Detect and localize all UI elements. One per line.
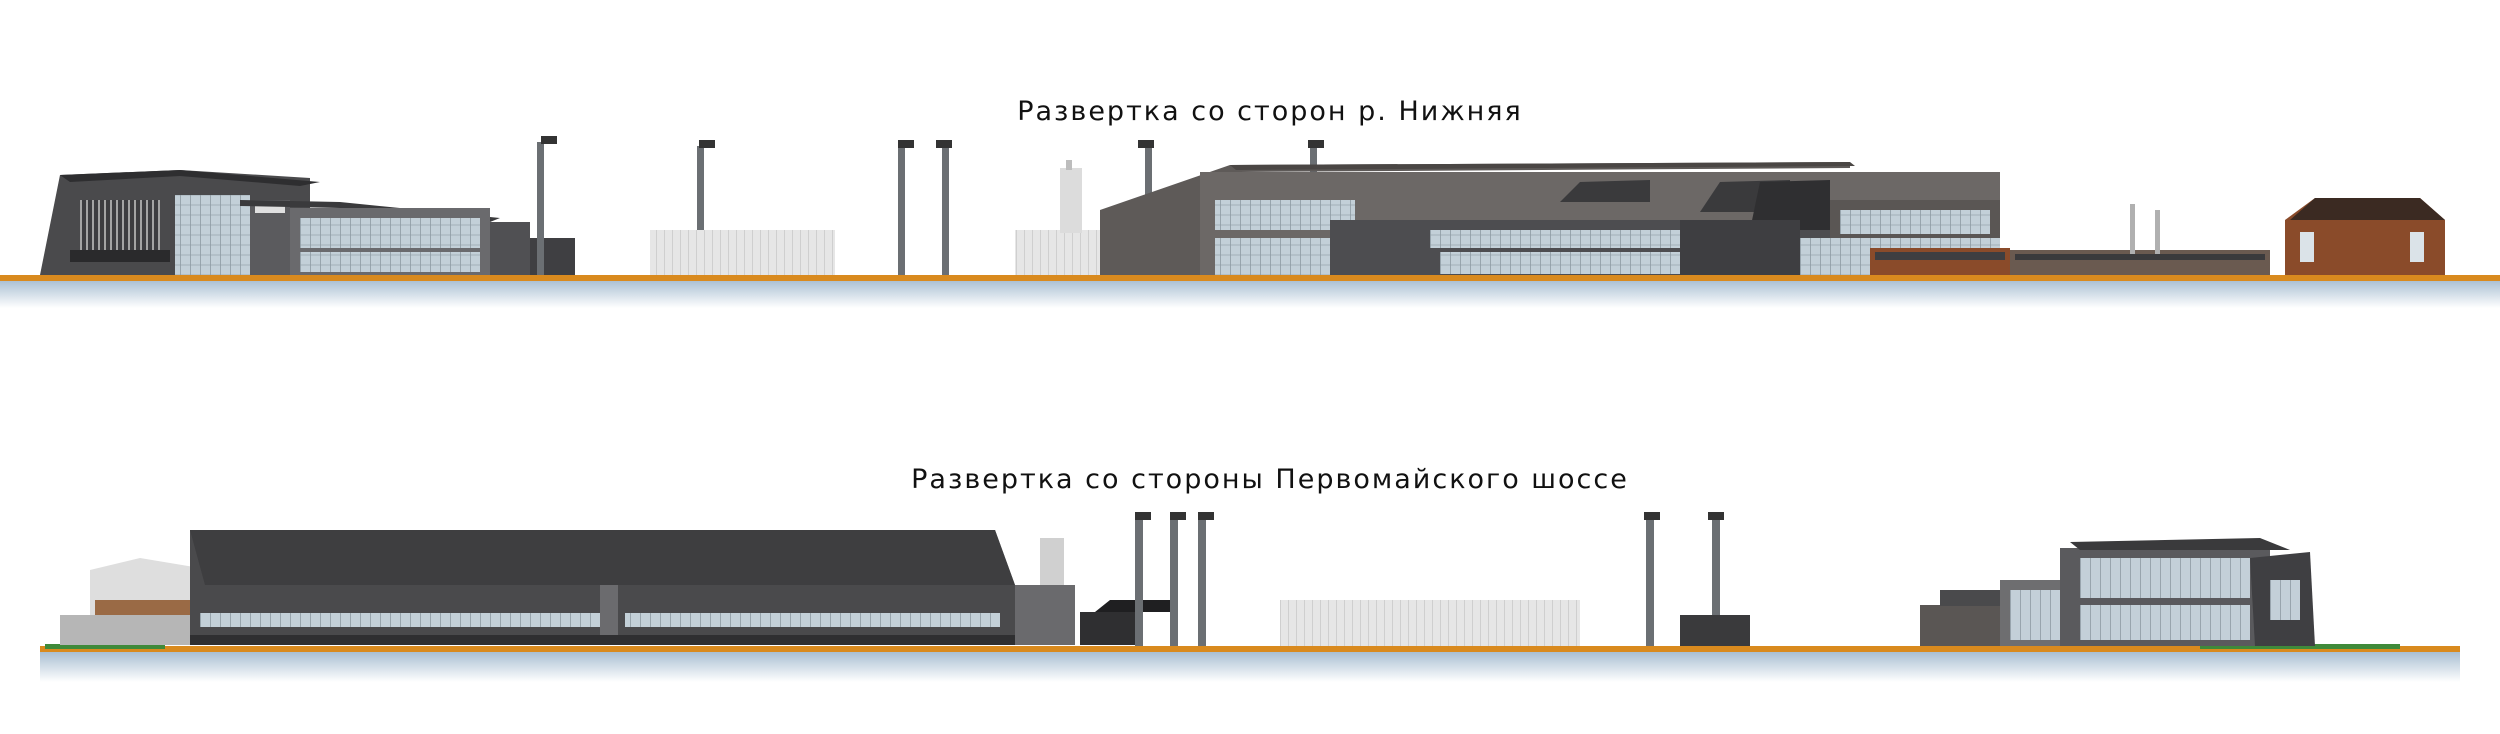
large-hangar <box>190 530 1015 645</box>
right-pavilions <box>1870 204 2270 275</box>
wall-block-1 <box>650 230 835 275</box>
light-mast-5 <box>1708 512 1724 646</box>
light-mast-1 <box>537 136 557 275</box>
water-strip <box>40 652 2460 682</box>
light-mast-3 <box>1198 512 1214 646</box>
ground-line <box>40 646 2460 652</box>
wooden-house <box>2285 198 2445 275</box>
light-mast-3 <box>898 140 914 275</box>
tower-small <box>1060 168 1082 233</box>
ground-line <box>0 275 2500 281</box>
elevation-drawing-highway <box>40 512 2460 682</box>
light-mast-1 <box>1135 512 1151 646</box>
light-mast-2 <box>1170 512 1186 646</box>
central-building <box>1100 162 2000 275</box>
small-house <box>60 558 200 645</box>
elevation-drawing-river <box>0 136 2500 308</box>
left-building <box>40 170 575 275</box>
grass-right <box>2200 644 2400 649</box>
light-mast-4 <box>936 140 952 275</box>
dark-block <box>1680 615 1750 646</box>
right-building <box>1920 538 2315 646</box>
elevation-title-highway: Развертка со стороны Первомайского шоссе <box>911 464 1629 495</box>
water-strip <box>0 280 2500 308</box>
elevation-title-river: Развертка со сторон р. Нижняя <box>1017 96 1523 127</box>
wall-block <box>1280 600 1580 646</box>
light-mast-4 <box>1644 512 1660 646</box>
light-mast-2 <box>697 140 715 275</box>
grass-left <box>45 644 165 649</box>
